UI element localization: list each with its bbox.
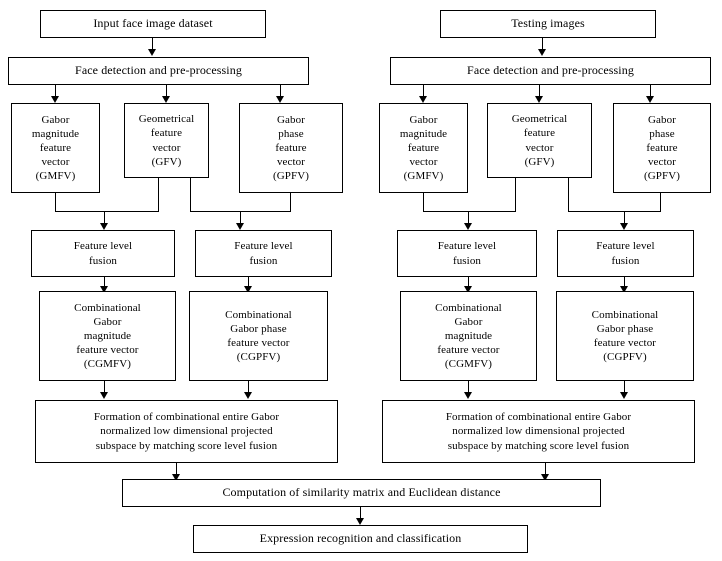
connector-line: [423, 211, 516, 212]
connector-line: [280, 85, 281, 97]
arrowhead-icon: [172, 474, 180, 481]
left-gmfv-box: Gabor magnitude feature vector (GMFV): [11, 103, 100, 193]
connector-line: [248, 381, 249, 393]
connector-line: [55, 211, 159, 212]
arrowhead-icon: [464, 223, 472, 230]
left-fusion-magnitude-box: Feature level fusion: [31, 230, 175, 277]
arrowhead-icon: [541, 474, 549, 481]
left-formation-box: Formation of combinational entire Gabor …: [35, 400, 338, 463]
arrowhead-icon: [620, 286, 628, 293]
left-input-box: Input face image dataset: [40, 10, 266, 38]
connector-line: [55, 193, 56, 211]
connector-line: [650, 85, 651, 97]
arrowhead-icon: [100, 392, 108, 399]
connector-line: [624, 211, 625, 224]
arrowhead-icon: [244, 286, 252, 293]
connector-line: [104, 211, 105, 224]
connector-line: [190, 178, 191, 211]
right-gfv-box: Geometrical feature vector (GFV): [487, 103, 592, 178]
connector-line: [568, 178, 569, 211]
connector-line: [158, 178, 159, 211]
arrowhead-icon: [646, 96, 654, 103]
left-preprocess-box: Face detection and pre-processing: [8, 57, 309, 85]
connector-line: [468, 211, 469, 224]
connector-line: [624, 277, 625, 287]
connector-line: [660, 193, 661, 211]
right-formation-box: Formation of combinational entire Gabor …: [382, 400, 695, 463]
connector-line: [539, 85, 540, 97]
arrowhead-icon: [100, 286, 108, 293]
right-gpfv-box: Gabor phase feature vector (GPFV): [613, 103, 711, 193]
connector-line: [468, 381, 469, 393]
connector-line: [152, 38, 153, 50]
arrowhead-icon: [236, 223, 244, 230]
arrowhead-icon: [276, 96, 284, 103]
connector-line: [240, 211, 241, 224]
connector-line: [542, 38, 543, 50]
right-preprocess-box: Face detection and pre-processing: [390, 57, 711, 85]
right-gmfv-box: Gabor magnitude feature vector (GMFV): [379, 103, 468, 193]
arrowhead-icon: [162, 96, 170, 103]
left-gpfv-box: Gabor phase feature vector (GPFV): [239, 103, 343, 193]
left-gfv-box: Geometrical feature vector (GFV): [124, 103, 209, 178]
connector-line: [515, 178, 516, 211]
connector-line: [545, 463, 546, 475]
left-cgpfv-box: Combinational Gabor phase feature vector…: [189, 291, 328, 381]
connector-line: [166, 85, 167, 97]
connector-line: [55, 85, 56, 97]
connector-line: [624, 381, 625, 393]
connector-line: [104, 277, 105, 287]
arrowhead-icon: [356, 518, 364, 525]
similarity-computation-box: Computation of similarity matrix and Euc…: [122, 479, 601, 507]
expression-recognition-box: Expression recognition and classificatio…: [193, 525, 528, 553]
right-input-box: Testing images: [440, 10, 656, 38]
right-fusion-phase-box: Feature level fusion: [557, 230, 694, 277]
connector-line: [568, 211, 661, 212]
connector-line: [423, 85, 424, 97]
arrowhead-icon: [51, 96, 59, 103]
arrowhead-icon: [464, 286, 472, 293]
connector-line: [360, 507, 361, 519]
arrowhead-icon: [419, 96, 427, 103]
connector-line: [248, 277, 249, 287]
arrowhead-icon: [620, 223, 628, 230]
connector-line: [176, 463, 177, 475]
right-cgmfv-box: Combinational Gabor magnitude feature ve…: [400, 291, 537, 381]
arrowhead-icon: [244, 392, 252, 399]
connector-line: [104, 381, 105, 393]
arrowhead-icon: [620, 392, 628, 399]
connector-line: [423, 193, 424, 211]
arrowhead-icon: [535, 96, 543, 103]
arrowhead-icon: [464, 392, 472, 399]
connector-line: [290, 193, 291, 211]
connector-line: [468, 277, 469, 287]
arrowhead-icon: [148, 49, 156, 56]
left-cgmfv-box: Combinational Gabor magnitude feature ve…: [39, 291, 176, 381]
arrowhead-icon: [538, 49, 546, 56]
arrowhead-icon: [100, 223, 108, 230]
right-fusion-magnitude-box: Feature level fusion: [397, 230, 537, 277]
left-fusion-phase-box: Feature level fusion: [195, 230, 332, 277]
right-cgpfv-box: Combinational Gabor phase feature vector…: [556, 291, 694, 381]
